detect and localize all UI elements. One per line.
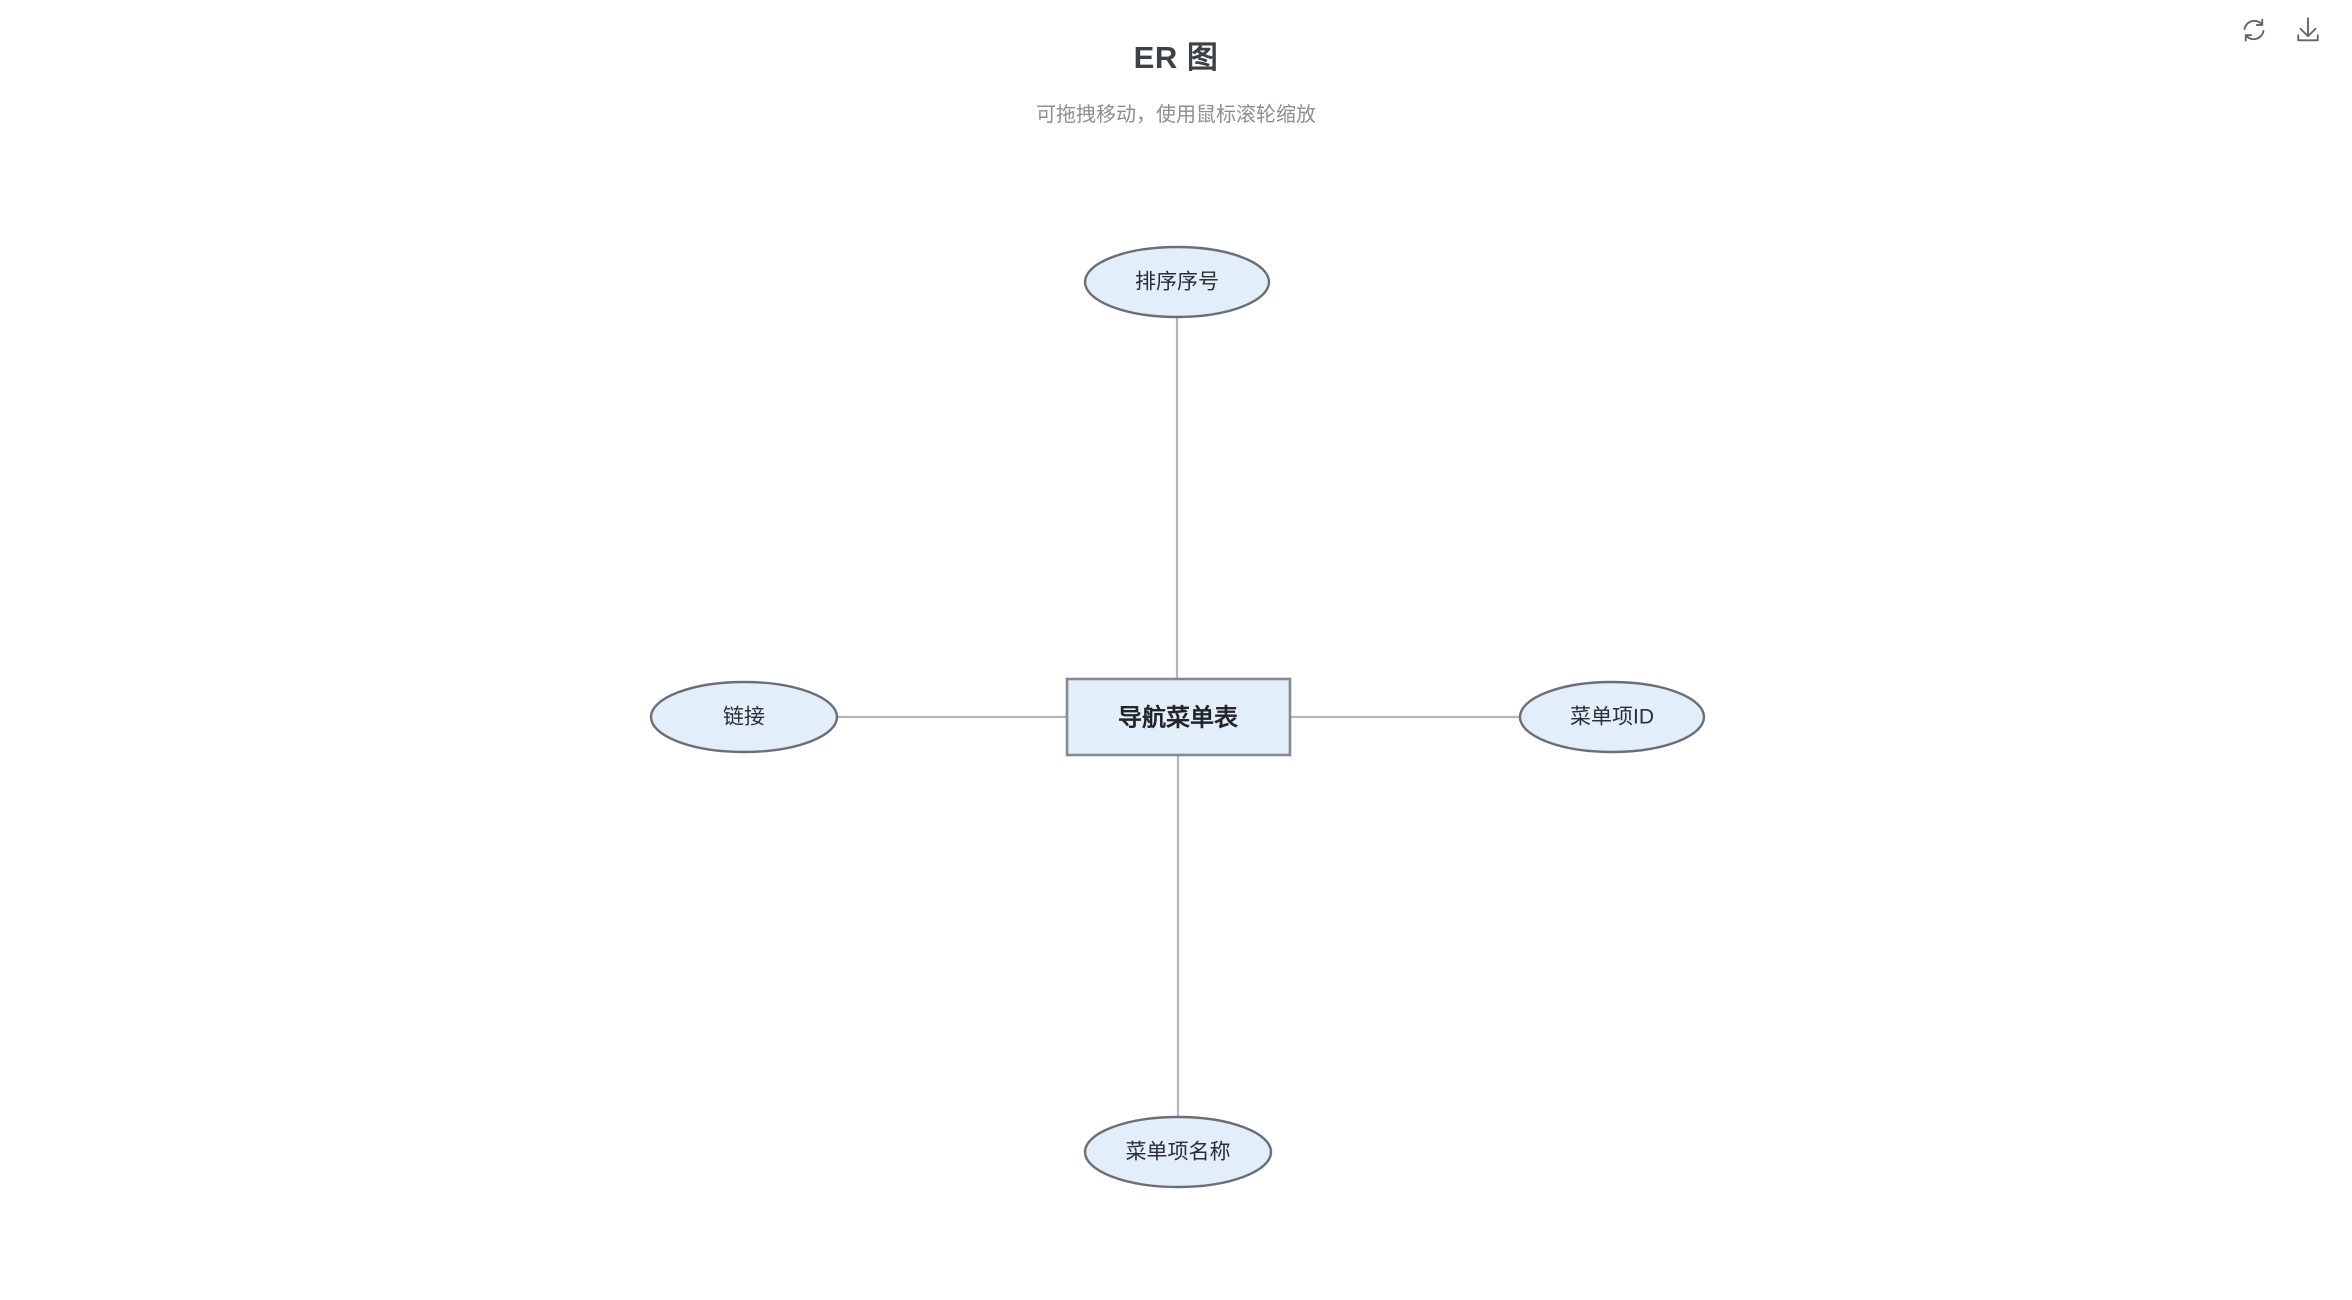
attribute-node-link[interactable]: 链接 bbox=[649, 680, 839, 754]
attribute-node-sort-order[interactable]: 排序序号 bbox=[1083, 245, 1271, 319]
attribute-label: 菜单项名称 bbox=[1126, 1141, 1231, 1164]
attribute-node-menu-item-id[interactable]: 菜单项ID bbox=[1518, 680, 1706, 754]
attribute-ellipse[interactable] bbox=[1518, 680, 1706, 754]
reset-view-button[interactable] bbox=[2238, 14, 2270, 46]
attribute-ellipse[interactable] bbox=[1083, 245, 1271, 319]
attribute-label: 链接 bbox=[723, 706, 765, 729]
attribute-label: 排序序号 bbox=[1135, 271, 1219, 294]
download-icon bbox=[2293, 15, 2323, 45]
attribute-label: 菜单项ID bbox=[1570, 706, 1654, 729]
entity-node-nav-menu-table[interactable]: 导航菜单表 bbox=[1065, 677, 1292, 757]
attribute-ellipse[interactable] bbox=[1083, 1115, 1273, 1189]
entity-label: 导航菜单表 bbox=[1118, 703, 1239, 731]
diagram-toolbar bbox=[2238, 14, 2324, 46]
download-button[interactable] bbox=[2292, 14, 2324, 46]
refresh-icon bbox=[2239, 15, 2269, 45]
attribute-node-menu-item-name[interactable]: 菜单项名称 bbox=[1083, 1115, 1273, 1189]
edge-layer bbox=[837, 317, 1521, 1117]
attribute-ellipse[interactable] bbox=[649, 680, 839, 754]
entity-rect[interactable] bbox=[1065, 677, 1292, 757]
